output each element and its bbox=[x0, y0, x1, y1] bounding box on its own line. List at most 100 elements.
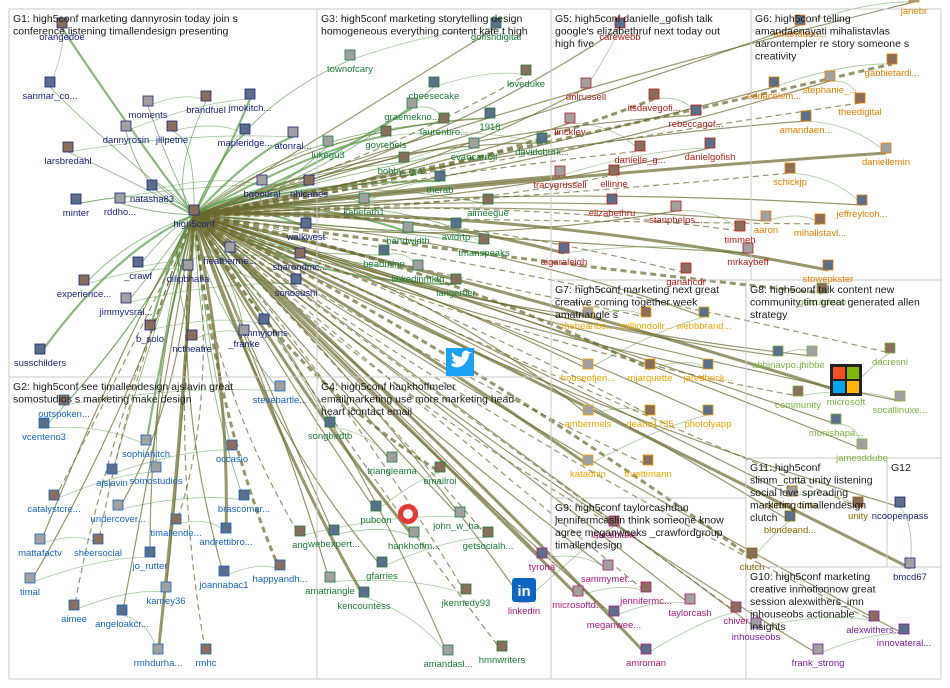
graph-node[interactable]: jaredbrick... bbox=[682, 358, 733, 384]
graph-node[interactable]: stephanie_... bbox=[803, 70, 857, 96]
graph-node[interactable]: therab bbox=[427, 170, 454, 196]
graph-node[interactable]: aigaraleigh bbox=[541, 242, 587, 268]
graph-node[interactable]: susschilders bbox=[14, 343, 67, 369]
graph-node[interactable]: pubcon bbox=[360, 500, 392, 526]
graph-node[interactable]: walkwest bbox=[286, 217, 326, 243]
graph-node[interactable]: high5conf bbox=[173, 204, 215, 230]
graph-node[interactable]: aimee bbox=[61, 599, 87, 625]
graph-node[interactable]: timmeh bbox=[724, 220, 756, 246]
graph-node[interactable]: ang bbox=[292, 525, 308, 551]
graph-node[interactable]: amandaen... bbox=[774, 14, 827, 40]
graph-node[interactable]: andrettibro... bbox=[199, 522, 253, 548]
graph-node[interactable]: catalystcre... bbox=[27, 489, 81, 515]
graph-node[interactable]: amandasl... bbox=[423, 644, 473, 670]
graph-node[interactable]: inhouseobs bbox=[732, 617, 781, 643]
graph-node[interactable]: ncoopenpass bbox=[872, 496, 929, 522]
graph-node[interactable]: unity bbox=[848, 496, 868, 522]
graph-node[interactable]: milliondollr... bbox=[620, 306, 672, 332]
graph-node[interactable]: dannyrosin bbox=[103, 120, 149, 146]
graph-node[interactable]: fruettimann bbox=[624, 454, 672, 480]
graph-node[interactable]: nhlcanes bbox=[290, 174, 328, 200]
graph-node[interactable]: ellinne bbox=[600, 164, 628, 190]
microsoft-icon[interactable] bbox=[830, 364, 862, 396]
graph-node[interactable]: stanphelps... bbox=[649, 200, 703, 226]
graph-node[interactable]: dacresni bbox=[872, 342, 908, 368]
graph-node[interactable]: orangedoe bbox=[39, 17, 85, 43]
graph-node[interactable]: sonosushi bbox=[275, 273, 318, 299]
graph-node[interactable]: danielgofish bbox=[685, 137, 736, 163]
graph-node[interactable]: mihalistavl... bbox=[794, 213, 846, 239]
graph-node[interactable]: gfarries bbox=[366, 556, 398, 582]
graph-node[interactable]: jimmyjohns bbox=[239, 313, 288, 339]
graph-node[interactable]: itsdavegofi... bbox=[627, 88, 681, 114]
graph-node[interactable]: hmnwriters bbox=[479, 640, 526, 666]
graph-node[interactable]: abhinavpo... bbox=[752, 345, 804, 371]
graph-node[interactable]: community bbox=[775, 385, 821, 411]
graph-node[interactable]: thebeanbo... bbox=[562, 306, 615, 332]
graph-node[interactable]: stevebartle... bbox=[253, 380, 307, 406]
graph-node[interactable]: schickjp bbox=[773, 162, 807, 188]
graph-node[interactable]: john_w_ha... bbox=[432, 506, 487, 532]
graph-node[interactable]: clutch bbox=[740, 547, 765, 573]
graph-node[interactable]: katiefath1 bbox=[343, 192, 385, 218]
graph-node[interactable]: aimeegue bbox=[467, 193, 509, 219]
graph-node[interactable]: dnlrussell bbox=[566, 77, 606, 103]
graph-node[interactable]: slimm_cutta bbox=[767, 485, 818, 511]
graph-node[interactable]: meganwee... bbox=[587, 605, 641, 631]
graph-node[interactable]: heatherme... bbox=[203, 241, 257, 267]
graph-node[interactable]: deano1735 bbox=[626, 404, 674, 430]
graph-node[interactable]: experience... bbox=[57, 274, 111, 300]
graph-node[interactable]: davidcburk... bbox=[515, 132, 569, 158]
graph-node[interactable]: brascomar... bbox=[218, 489, 270, 515]
graph-node[interactable]: larsbredahl bbox=[45, 141, 92, 167]
graph-node[interactable]: dilipbhatia bbox=[167, 259, 210, 285]
graph-node[interactable]: danielle_g... bbox=[614, 140, 666, 166]
graph-node[interactable]: microsoftd... bbox=[552, 585, 604, 611]
graph-node[interactable]: linckley bbox=[554, 112, 586, 138]
graph-node[interactable]: jeffreylcoh... bbox=[835, 194, 888, 220]
graph-node[interactable]: theedigital bbox=[838, 92, 882, 118]
graph-node[interactable]: chiver bbox=[723, 601, 749, 627]
graph-node[interactable]: innovateral... bbox=[877, 623, 931, 649]
graph-node[interactable]: mrkaybeff bbox=[727, 242, 769, 268]
graph-node[interactable]: _crawf bbox=[123, 256, 152, 282]
graph-node[interactable]: graemekno... bbox=[384, 97, 440, 123]
graph-node[interactable]: amandaen... bbox=[780, 110, 833, 136]
graph-node[interactable]: iangertler bbox=[436, 273, 476, 299]
graph-node[interactable]: bgoodral bbox=[244, 174, 281, 200]
graph-node[interactable]: natasha83 bbox=[130, 179, 174, 205]
graph-node[interactable]: somostudios bbox=[129, 461, 183, 487]
graph-node[interactable]: b_solo bbox=[136, 319, 164, 345]
graph-node[interactable]: rddho... bbox=[104, 192, 136, 218]
graph-node[interactable]: atonral... bbox=[275, 126, 312, 152]
graph-node[interactable]: rmhdurha... bbox=[134, 643, 183, 669]
graph-node[interactable]: songbirdtb bbox=[308, 416, 352, 442]
graph-node[interactable]: carewebb bbox=[599, 17, 641, 43]
graph-node[interactable]: alexwithers... bbox=[846, 610, 902, 636]
graph-node[interactable]: mjarquette bbox=[628, 358, 673, 384]
graph-node[interactable]: nctheatre bbox=[172, 329, 212, 355]
graph-node[interactable]: sammymet... bbox=[581, 559, 635, 585]
graph-node[interactable]: ajslavin bbox=[96, 463, 128, 489]
graph-node[interactable]: minter bbox=[63, 193, 89, 219]
graph-node[interactable]: houseofjen... bbox=[561, 358, 615, 384]
graph-node[interactable]: linkedinmktg bbox=[392, 259, 445, 285]
graph-node[interactable]: 1918 bbox=[479, 107, 501, 133]
graph-node[interactable]: karney36 bbox=[146, 581, 186, 607]
graph-node[interactable]: stowepkster bbox=[803, 259, 854, 285]
graph-node[interactable]: angeloakcr... bbox=[95, 604, 149, 630]
graph-node[interactable]: undercover... bbox=[91, 499, 146, 525]
graph-node[interactable]: bandwidth bbox=[386, 221, 430, 247]
graph-node[interactable]: ganahcdr bbox=[666, 262, 706, 288]
graph-node[interactable]: taylorcash bbox=[668, 593, 712, 619]
graph-node[interactable]: hankhoffm... bbox=[388, 526, 440, 552]
graph-node[interactable]: jhibbe bbox=[798, 345, 825, 371]
graph-node[interactable]: bobby_gra... bbox=[378, 151, 431, 177]
linkedin-icon[interactable]: in bbox=[512, 578, 536, 602]
graph-node[interactable]: socallinuxe... bbox=[873, 390, 928, 416]
graph-node[interactable]: tracygrussell bbox=[533, 165, 587, 191]
graph-node[interactable]: jo_rutter bbox=[132, 546, 168, 572]
graph-node[interactable]: laurenbro... bbox=[420, 112, 468, 138]
twitter-icon[interactable] bbox=[446, 348, 474, 376]
graph-node[interactable]: getcutdisco bbox=[798, 282, 846, 308]
